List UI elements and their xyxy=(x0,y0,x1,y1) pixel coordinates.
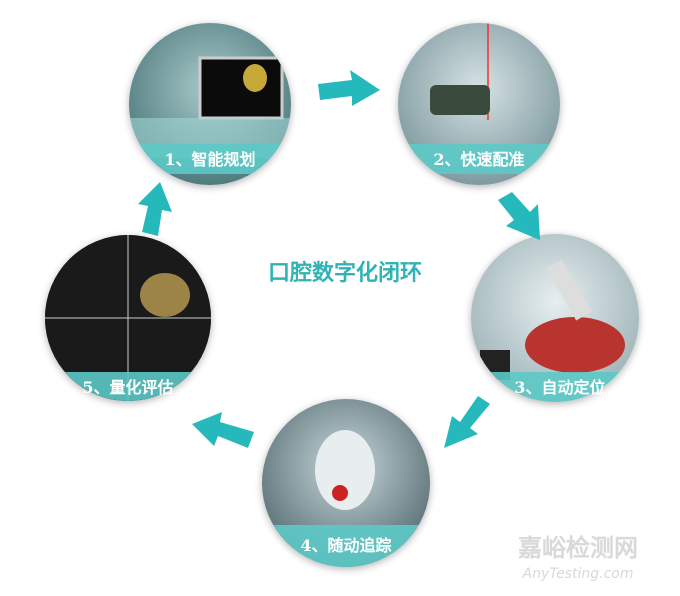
step-4-label: 4、随动追踪 xyxy=(300,536,391,555)
head-model-image xyxy=(315,430,375,510)
watermark-cn: 嘉峪检测网 xyxy=(518,534,638,562)
mouth-image xyxy=(525,317,625,373)
step-1-smart-planning: 1、智能规划 xyxy=(129,23,291,185)
step-5-label: 5、量化评估 xyxy=(82,378,173,397)
step-4-follow-tracking: 4、随动追踪 xyxy=(262,399,430,567)
arrow-4-to-5-icon xyxy=(192,412,254,448)
monitor-image xyxy=(198,56,284,120)
arrow-3-to-4-icon xyxy=(444,396,490,448)
step-2-fast-registration: 2、快速配准 xyxy=(398,23,560,185)
flow-arrows xyxy=(138,70,540,448)
diagram-title: 口腔数字化闭环 xyxy=(268,260,422,286)
step-2-label: 2、快速配准 xyxy=(433,150,524,169)
watermark-en: AnyTesting.com xyxy=(522,566,634,582)
arrow-2-to-3-icon xyxy=(498,192,540,240)
step-3-auto-positioning: 3、自动定位 xyxy=(471,234,639,402)
step-3-label: 3、自动定位 xyxy=(514,378,605,397)
step-1-label: 1、智能规划 xyxy=(164,150,255,169)
arrow-1-to-2-icon xyxy=(318,70,380,106)
step-5-quantitative-evaluation: 5、量化评估 xyxy=(45,235,211,401)
ct-scan-image xyxy=(140,273,190,317)
arrow-5-to-1-icon xyxy=(138,182,172,236)
